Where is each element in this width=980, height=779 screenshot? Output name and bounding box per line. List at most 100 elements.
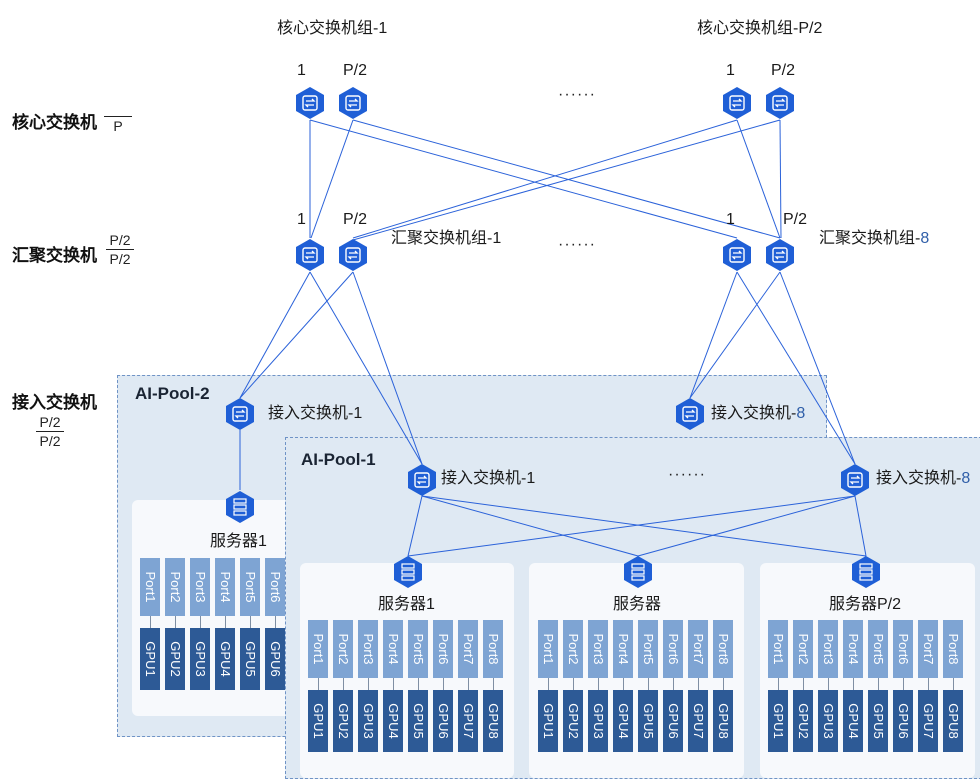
port-gpu-link — [953, 678, 954, 690]
port-gpu-link — [368, 678, 369, 690]
port-gpu-link — [468, 678, 469, 690]
gpu-chip: GPU3 — [190, 628, 210, 690]
port-chip: Port6 — [893, 620, 913, 678]
port-chip: Port5 — [868, 620, 888, 678]
gpu-chip: GPU3 — [358, 690, 378, 752]
gpu-chip: GPU6 — [893, 690, 913, 752]
port-chip: Port8 — [713, 620, 733, 678]
switch-icon[interactable] — [223, 397, 257, 431]
switch-icon[interactable] — [405, 463, 439, 497]
port-chip: Port3 — [190, 558, 210, 616]
ai-pool-1-title: AI-Pool-1 — [301, 450, 376, 469]
gpu-chip: GPU2 — [333, 690, 353, 752]
gpu-chip: GPU8 — [713, 690, 733, 752]
gpu-chip: GPU5 — [638, 690, 658, 752]
gpu-chip: GPU4 — [843, 690, 863, 752]
port-gpu-link — [150, 616, 151, 628]
port-gpu-link — [175, 616, 176, 628]
port-chip: Port1 — [140, 558, 160, 616]
port-gpu-link — [903, 678, 904, 690]
switch-icon[interactable] — [720, 86, 754, 120]
port-gpu-link — [418, 678, 419, 690]
pool2-access-switch-1-label: 接入交换机-1 — [268, 405, 363, 422]
agg-index-p2: P/2 — [343, 211, 368, 228]
port-chip: Port7 — [688, 620, 708, 678]
ai-pool-2-title: AI-Pool-2 — [135, 384, 210, 403]
core-group-1-title: 核心交换机组-1 — [277, 20, 388, 37]
port-gpu-link — [723, 678, 724, 690]
agg-index-1: 1 — [297, 211, 306, 228]
gpu-chip: GPU5 — [868, 690, 888, 752]
port-chip: Port5 — [638, 620, 658, 678]
port-chip: Port6 — [265, 558, 285, 616]
port-gpu-link — [928, 678, 929, 690]
port-gpu-link — [250, 616, 251, 628]
switch-icon[interactable] — [720, 238, 754, 272]
port-chip: Port1 — [308, 620, 328, 678]
port-chip: Port6 — [663, 620, 683, 678]
core-index-1: 1 — [297, 62, 306, 79]
server-icon[interactable] — [223, 490, 257, 524]
gpu-chip: GPU2 — [793, 690, 813, 752]
pool1-server-1-label: 服务器1 — [378, 596, 435, 613]
gpu-chip: GPU5 — [240, 628, 260, 690]
port-gpu-link — [698, 678, 699, 690]
port-gpu-link — [443, 678, 444, 690]
port-chip: Port2 — [563, 620, 583, 678]
switch-icon[interactable] — [763, 238, 797, 272]
core-index-p2-b: P/2 — [771, 62, 796, 79]
agg-index-p2-b: P/2 — [783, 211, 808, 228]
switch-icon[interactable] — [838, 463, 872, 497]
gpu-chip: GPU3 — [588, 690, 608, 752]
core-group-p2-title: 核心交换机组-P/2 — [697, 20, 823, 37]
agg-group-8-title: 汇聚交换机组-8 — [819, 230, 930, 247]
agg-ratio: P/2 P/2 — [106, 232, 134, 267]
gpu-chip: GPU8 — [483, 690, 503, 752]
port-chip: Port3 — [358, 620, 378, 678]
access-ratio: P/2 P/2 — [36, 414, 64, 449]
port-chip: Port6 — [433, 620, 453, 678]
gpu-chip: GPU4 — [383, 690, 403, 752]
port-chip: Port2 — [165, 558, 185, 616]
gpu-chip: GPU3 — [818, 690, 838, 752]
switch-icon[interactable] — [293, 86, 327, 120]
pool1-server-last-label: 服务器P/2 — [829, 596, 902, 613]
port-gpu-link — [623, 678, 624, 690]
server-icon[interactable] — [391, 555, 425, 589]
port-chip: Port5 — [240, 558, 260, 616]
port-gpu-link — [598, 678, 599, 690]
port-gpu-link — [493, 678, 494, 690]
server-icon[interactable] — [621, 555, 655, 589]
switch-icon[interactable] — [673, 397, 707, 431]
gpu-chip: GPU4 — [613, 690, 633, 752]
port-chip: Port1 — [538, 620, 558, 678]
gpu-chip: GPU7 — [688, 690, 708, 752]
server-icon[interactable] — [849, 555, 883, 589]
switch-icon[interactable] — [336, 86, 370, 120]
gpu-chip: GPU1 — [140, 628, 160, 690]
port-gpu-link — [200, 616, 201, 628]
port-gpu-link — [803, 678, 804, 690]
gpu-chip: GPU5 — [408, 690, 428, 752]
port-chip: Port3 — [588, 620, 608, 678]
pool1-ellipsis: ······ — [668, 466, 706, 483]
gpu-chip: GPU1 — [768, 690, 788, 752]
access-layer-label: 接入交换机 — [12, 393, 97, 412]
switch-icon[interactable] — [336, 238, 370, 272]
port-chip: Port5 — [408, 620, 428, 678]
port-gpu-link — [778, 678, 779, 690]
port-gpu-link — [548, 678, 549, 690]
port-gpu-link — [828, 678, 829, 690]
core-index-p2: P/2 — [343, 62, 368, 79]
switch-icon[interactable] — [293, 238, 327, 272]
switch-icon[interactable] — [763, 86, 797, 120]
port-chip: Port4 — [215, 558, 235, 616]
port-chip: Port7 — [918, 620, 938, 678]
port-gpu-link — [225, 616, 226, 628]
gpu-chip: GPU1 — [538, 690, 558, 752]
pool1-access-switch-8-label: 接入交换机-8 — [876, 470, 971, 487]
port-gpu-link — [673, 678, 674, 690]
pool2-access-switch-8-label: 接入交换机-8 — [711, 405, 806, 422]
agg-group-1-title: 汇聚交换机组-1 — [391, 230, 502, 247]
pool1-access-switch-1-label: 接入交换机-1 — [441, 470, 536, 487]
